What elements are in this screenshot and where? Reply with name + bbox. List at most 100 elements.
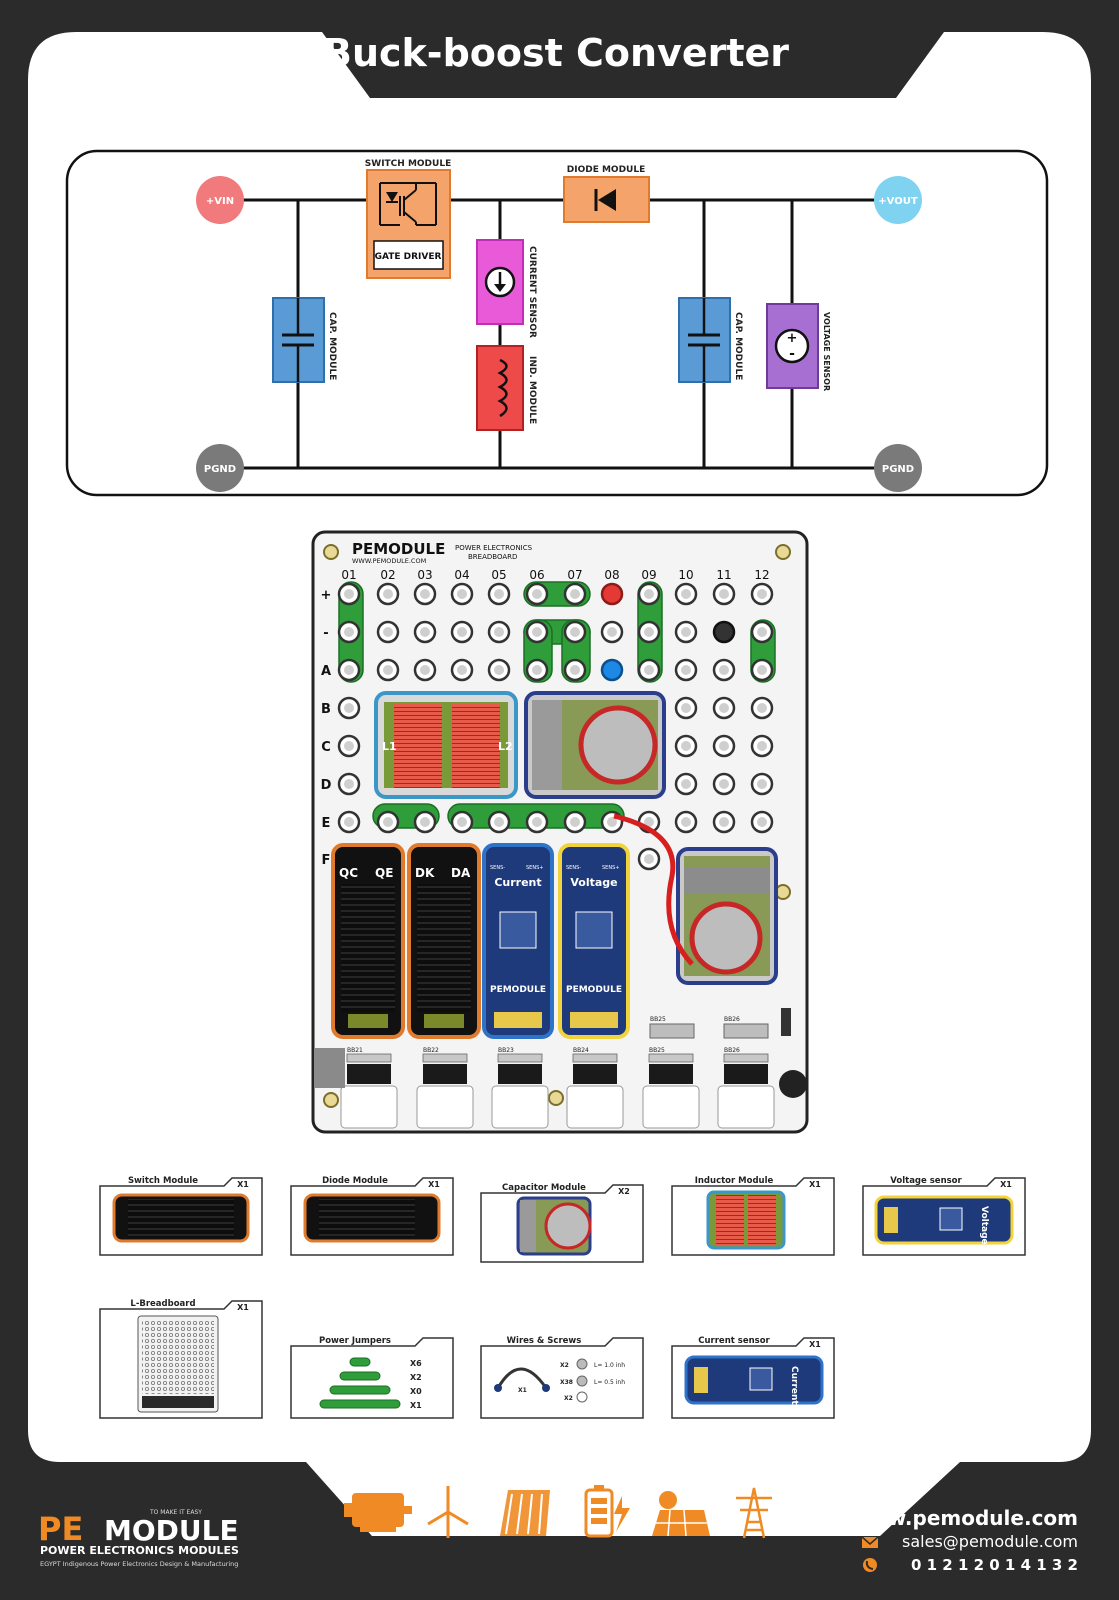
breadboard-hole[interactable] [525, 582, 549, 606]
breadboard-holes [337, 582, 774, 871]
breadboard-hole[interactable] [376, 810, 400, 834]
breadboard-hole[interactable] [674, 772, 698, 796]
part-voltage-sensor-name: Voltage sensor [890, 1176, 962, 1186]
part-screw-len-2: L= 0.5 inh [594, 1379, 625, 1386]
board-brand: PEMODULE [352, 540, 445, 558]
breadboard-hole[interactable] [413, 582, 437, 606]
breadboard-hole[interactable] [525, 658, 549, 682]
breadboard-hole[interactable] [712, 810, 736, 834]
breadboard-hole[interactable] [637, 658, 661, 682]
voltage-sensor-label: VOLTAGE SENSOR [822, 312, 831, 391]
phone-icon [863, 1558, 877, 1572]
breadboard-hole[interactable] [563, 620, 587, 644]
breadboard-hole[interactable] [750, 810, 774, 834]
row-label: A [321, 664, 331, 679]
battery-charging-icon [584, 1485, 630, 1538]
breadboard-hole[interactable] [712, 772, 736, 796]
breadboard-hole[interactable] [450, 582, 474, 606]
cap-module-left-label: CAP. MODULE [327, 312, 337, 380]
breadboard-hole[interactable] [413, 810, 437, 834]
breadboard-hole[interactable] [525, 810, 549, 834]
breadboard: PEMODULE WWW.PEMODULE.COM POWER ELECTRON… [311, 530, 809, 1134]
column-label: 08 [604, 568, 619, 582]
breadboard-hole[interactable] [750, 772, 774, 796]
breadboard-hole[interactable] [600, 658, 624, 682]
breadboard-hole[interactable] [337, 582, 361, 606]
breadboard-hole[interactable] [712, 582, 736, 606]
connector-slot-label: BB21 [347, 1047, 363, 1054]
parts-list: Switch Module X1 Diode Module X1 Capacit… [99, 1176, 1026, 1419]
breadboard-hole[interactable] [563, 810, 587, 834]
breadboard-hole[interactable] [750, 620, 774, 644]
part-power-jumpers-count-4: X1 [410, 1401, 422, 1410]
breadboard-hole[interactable] [563, 658, 587, 682]
breadboard-hole[interactable] [674, 620, 698, 644]
breadboard-hole[interactable] [337, 810, 361, 834]
breadboard-hole[interactable] [712, 620, 736, 644]
board-subtitle-2: BREADBOARD [468, 553, 517, 561]
breadboard-hole[interactable] [674, 582, 698, 606]
breadboard-hole[interactable] [525, 620, 549, 644]
breadboard-hole[interactable] [413, 620, 437, 644]
breadboard-hole[interactable] [376, 658, 400, 682]
breadboard-hole[interactable] [674, 658, 698, 682]
part-diode-module-qty: X1 [428, 1180, 440, 1189]
breadboard-hole[interactable] [600, 620, 624, 644]
breadboard-hole[interactable] [674, 734, 698, 758]
breadboard-hole[interactable] [750, 658, 774, 682]
email-icon [861, 1536, 879, 1548]
breadboard-hole[interactable] [337, 772, 361, 796]
breadboard-hole[interactable] [600, 582, 624, 606]
part-voltage-sensor-qty: X1 [1000, 1180, 1012, 1189]
footer-email: sales@pemodule.com [902, 1532, 1078, 1551]
breadboard-hole[interactable] [674, 810, 698, 834]
breadboard-hole[interactable] [750, 696, 774, 720]
part-power-jumpers-name: Power Jumpers [319, 1336, 391, 1346]
breadboard-hole[interactable] [450, 810, 474, 834]
breadboard-hole[interactable] [450, 658, 474, 682]
board-current-brand: PEMODULE [490, 985, 546, 995]
breadboard-hole[interactable] [376, 582, 400, 606]
board-current-sensor: SENS- SENS+ Current PEMODULE [482, 843, 554, 1039]
breadboard-hole[interactable] [712, 658, 736, 682]
row-label: + [321, 588, 332, 603]
diode-module-label: DIODE MODULE [567, 165, 646, 175]
part-l-breadboard-name: L-Breadboard [130, 1299, 195, 1309]
breadboard-hole[interactable] [637, 620, 661, 644]
part-capacitor-module-qty: X2 [618, 1187, 630, 1196]
breadboard-hole[interactable] [487, 582, 511, 606]
board-l2: L2 [498, 740, 513, 753]
breadboard-hole[interactable] [750, 734, 774, 758]
breadboard-hole[interactable] [337, 620, 361, 644]
column-label: 07 [567, 568, 582, 582]
logo-module: MODULE [104, 1514, 239, 1547]
breadboard-hole[interactable] [637, 582, 661, 606]
part-wires-screws-name: Wires & Screws [507, 1336, 582, 1346]
breadboard-hole[interactable] [712, 734, 736, 758]
part-diode-module: Diode Module X1 [290, 1176, 454, 1256]
gate-driver-label: GATE DRIVER [375, 252, 442, 262]
breadboard-hole[interactable] [637, 847, 661, 871]
diode-module-symbol: DIODE MODULE [563, 165, 650, 223]
breadboard-hole[interactable] [337, 734, 361, 758]
breadboard-hole[interactable] [413, 658, 437, 682]
breadboard-hole[interactable] [750, 582, 774, 606]
solar-panel-icon [652, 1491, 710, 1537]
breadboard-hole[interactable] [487, 620, 511, 644]
connector-slot-label: BB24 [573, 1047, 589, 1054]
breadboard-hole[interactable] [450, 620, 474, 644]
breadboard-hole[interactable] [712, 696, 736, 720]
board-red-wire [613, 813, 694, 966]
breadboard-hole[interactable] [337, 658, 361, 682]
breadboard-hole[interactable] [337, 696, 361, 720]
breadboard-hole[interactable] [487, 810, 511, 834]
breadboard-hole[interactable] [487, 658, 511, 682]
breadboard-hole[interactable] [674, 696, 698, 720]
breadboard-hole[interactable] [563, 582, 587, 606]
board-switch-module: QC QE [331, 843, 405, 1039]
breadboard-hole[interactable] [376, 620, 400, 644]
column-label: 06 [529, 568, 544, 582]
